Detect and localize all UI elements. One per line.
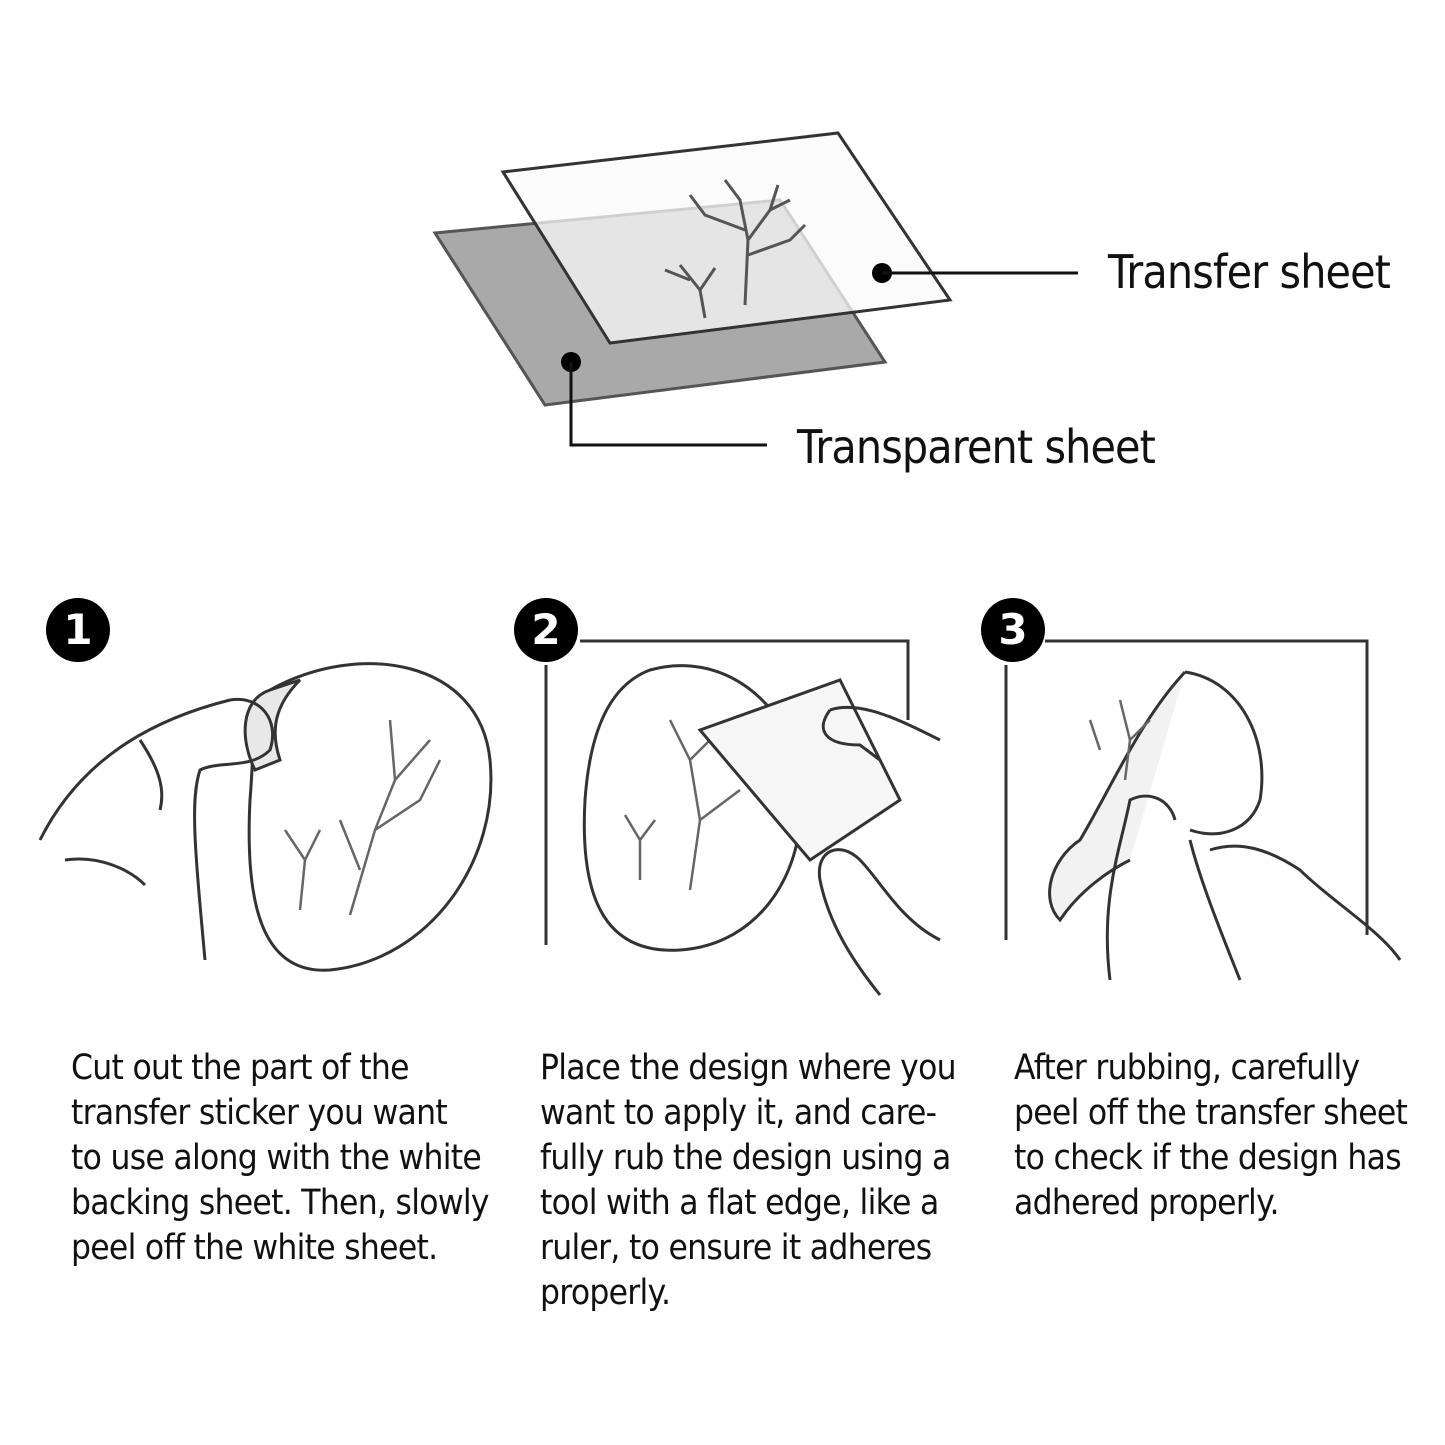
tree-drawing xyxy=(664,179,807,319)
step-1-text: Cut out the part of the transfer sticker… xyxy=(71,1046,490,1271)
sheets-illustration xyxy=(432,131,1078,447)
hand xyxy=(1105,794,1402,981)
text-line: to use along with the white xyxy=(71,1138,482,1178)
text-line: tool with a flat edge, like a xyxy=(540,1183,939,1223)
transfer-sheet xyxy=(500,131,953,345)
hand xyxy=(817,705,941,996)
text-line: adhered properly. xyxy=(1014,1183,1280,1223)
step-3-badge: 3 xyxy=(981,598,1045,662)
text-line: Place the design where you xyxy=(540,1048,957,1088)
step-1-badge: 1 xyxy=(46,598,110,662)
text-line: backing sheet. Then, slowly xyxy=(71,1183,490,1223)
hand xyxy=(38,697,275,961)
text-line: properly. xyxy=(540,1273,671,1313)
step-1-illustration xyxy=(38,662,493,972)
text-line: ruler, to ensure it adheres xyxy=(540,1228,932,1268)
text-line: transfer sticker you want xyxy=(71,1093,448,1133)
ruler xyxy=(697,678,902,862)
text-line: want to apply it, and care- xyxy=(540,1093,937,1133)
transfer-sheet-label: Transfer sheet xyxy=(1108,245,1391,299)
transparent-sheet-label: Transparent sheet xyxy=(797,420,1156,474)
text-line: peel off the white sheet. xyxy=(71,1228,438,1268)
step-2-badge: 2 xyxy=(514,598,578,662)
stone-shape xyxy=(1184,670,1264,836)
text-line: peel off the transfer sheet xyxy=(1014,1093,1408,1133)
step-2-illustration xyxy=(544,639,941,996)
text-line: After rubbing, carefully xyxy=(1014,1048,1360,1088)
peeled-sheet xyxy=(1048,670,1187,923)
text-line: Cut out the part of the xyxy=(71,1048,409,1088)
step-3-illustration xyxy=(1004,639,1402,981)
text-line: to check if the design has xyxy=(1014,1138,1402,1178)
stone-shape xyxy=(247,662,493,972)
step-3-text: After rubbing, carefully peel off the tr… xyxy=(1014,1046,1408,1226)
text-line: fully rub the design using a xyxy=(540,1138,951,1178)
step-2-text: Place the design where you want to apply… xyxy=(540,1046,957,1316)
